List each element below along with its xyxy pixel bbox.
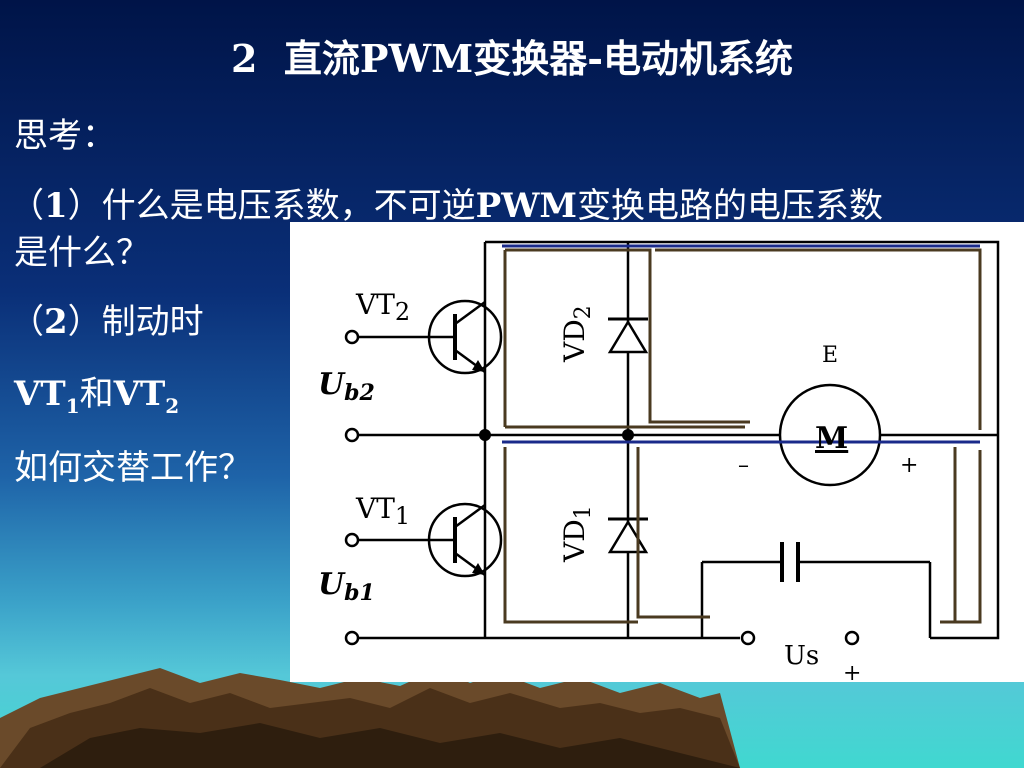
motor-label: M [815,421,848,456]
ub1-label: Ub1 [318,567,375,606]
circuit-diagram: VT2 Ub2 VT1 Ub1 VD2 VD1 E M – + Us + [290,222,1024,682]
source-plus-label: + [843,661,861,682]
source-label: Us [784,641,819,671]
vt1-label: VT1 [355,492,410,530]
mountain-silhouette [0,668,740,768]
think-label: 思考： [14,116,116,156]
slide-title: 2 直流PWM变换器-电动机系统 [230,36,794,81]
circuit-svg: VT2 Ub2 VT1 Ub1 VD2 VD1 E M – + Us + [318,240,1000,682]
motor-minus-label: – [738,453,749,478]
emf-label: E [822,343,838,368]
vt-pair-label: VT1和VT2 [14,374,180,418]
vt2-label: VT2 [355,288,410,326]
question-1-line-1: （1）什么是电压系数，不可逆PWM变换电路的电压系数 [10,186,884,226]
vd2-label: VD2 [558,305,596,363]
ub2-label: Ub2 [318,367,375,406]
question-2: （2）制动时 [10,302,204,342]
question-alternate: 如何交替工作？ [14,448,252,488]
question-1-line-2: 是什么？ [14,233,150,273]
vd1-label: VD1 [558,505,596,563]
motor-plus-label: + [900,453,918,478]
